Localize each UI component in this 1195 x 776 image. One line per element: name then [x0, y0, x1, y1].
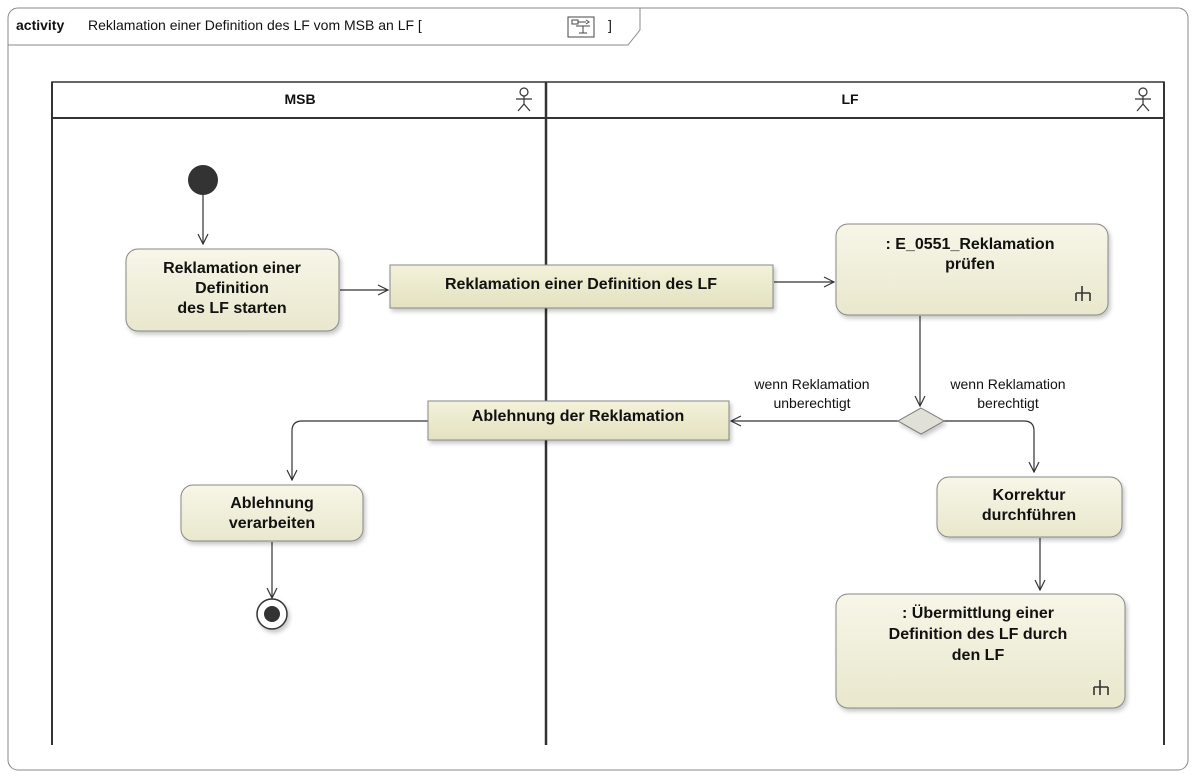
flow-decision-to-korrektur — [942, 420, 1034, 472]
lane-lf: LF — [841, 87, 1151, 112]
swimlanes — [51, 81, 1165, 745]
flow-ablehnung-to-verarbeiten — [292, 420, 428, 480]
action-label-line: Ablehnung — [230, 495, 314, 512]
action-label-line: Definition des LF durch — [889, 626, 1068, 643]
lane-msb-title: MSB — [284, 91, 315, 107]
flow-edges — [203, 194, 1040, 598]
initial-node — [188, 165, 218, 195]
action-label-line: prüfen — [945, 256, 995, 273]
activity-final-node — [256, 598, 288, 630]
action-label-line: verarbeiten — [229, 515, 315, 532]
frame-title-suffix: ] — [608, 17, 612, 33]
diagram-frame — [7, 7, 1189, 771]
action-label-line: : Übermittlung einer — [902, 603, 1054, 622]
action-label-line: Reklamation einer — [163, 260, 301, 277]
call-behavior-icon — [1093, 680, 1109, 695]
action-ablehnung-verarbeiten: Ablehnung verarbeiten — [180, 484, 364, 542]
action-reklamation-starten: Reklamation einer Definition des LF star… — [125, 248, 340, 332]
guard-label-line: berechtigt — [977, 395, 1039, 411]
lane-lf-title: LF — [841, 91, 859, 107]
action-label-line: Definition — [195, 280, 269, 297]
object-label: Reklamation einer Definition des LF — [445, 276, 717, 293]
guard-label-line: wenn Reklamation — [949, 376, 1065, 392]
action-label-line: : E_0551_Reklamation — [886, 236, 1055, 253]
diagram-type-icon — [567, 16, 595, 38]
action-uebermittlung: : Übermittlung einer Definition des LF d… — [835, 593, 1126, 709]
action-label-line: durchführen — [982, 507, 1076, 524]
guard-label-line: wenn Reklamation — [753, 376, 869, 392]
decision-node — [896, 407, 946, 435]
object-reklamation: Reklamation einer Definition des LF — [389, 264, 774, 309]
action-reklamation-pruefen: : E_0551_Reklamation prüfen — [835, 223, 1109, 316]
frame-keyword: activity — [16, 17, 64, 33]
action-label-line: Korrektur — [993, 487, 1066, 504]
actor-icon — [516, 87, 532, 112]
action-label-line: den LF — [952, 647, 1005, 664]
guard-label-line: unberechtigt — [773, 395, 850, 411]
call-behavior-icon — [1075, 286, 1091, 301]
guard-unberechtigt: wenn Reklamation unberechtigt — [753, 376, 869, 411]
action-label-line: des LF starten — [177, 300, 286, 317]
frame-header: activity Reklamation einer Definition de… — [16, 16, 612, 38]
lane-msb: MSB — [284, 87, 532, 112]
actor-icon — [1135, 87, 1151, 112]
object-ablehnung: Ablehnung der Reklamation — [427, 400, 730, 441]
action-korrektur-durchfuehren: Korrektur durchführen — [936, 476, 1123, 538]
guard-berechtigt: wenn Reklamation berechtigt — [949, 376, 1065, 411]
object-label: Ablehnung der Reklamation — [472, 408, 684, 425]
frame-title: Reklamation einer Definition des LF vom … — [88, 17, 422, 33]
